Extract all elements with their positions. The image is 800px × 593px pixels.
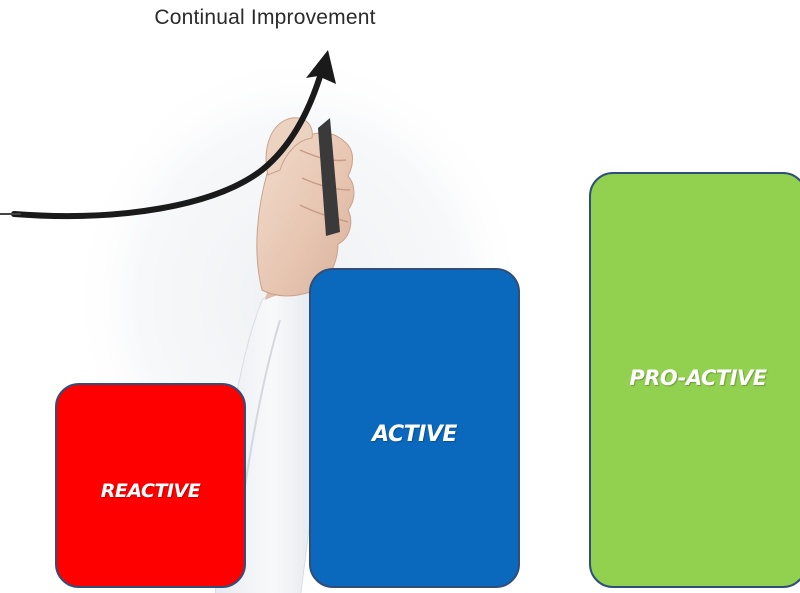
diagram-title: Continual Improvement (154, 6, 376, 29)
stage-box-reactive: REACTIVE (55, 383, 246, 588)
thumb (265, 117, 313, 176)
stage-box-proactive: PRO-ACTIVE (589, 172, 800, 588)
stage-box-active: ACTIVE (309, 268, 520, 588)
stage-label-reactive: REACTIVE (100, 479, 201, 502)
stage-label-active: ACTIVE (372, 421, 457, 447)
marker-pen (318, 118, 340, 236)
improvement-arrow-line (11, 67, 325, 220)
stage-label-proactive: PRO-ACTIVE (629, 366, 767, 390)
arrow-head (306, 50, 336, 84)
